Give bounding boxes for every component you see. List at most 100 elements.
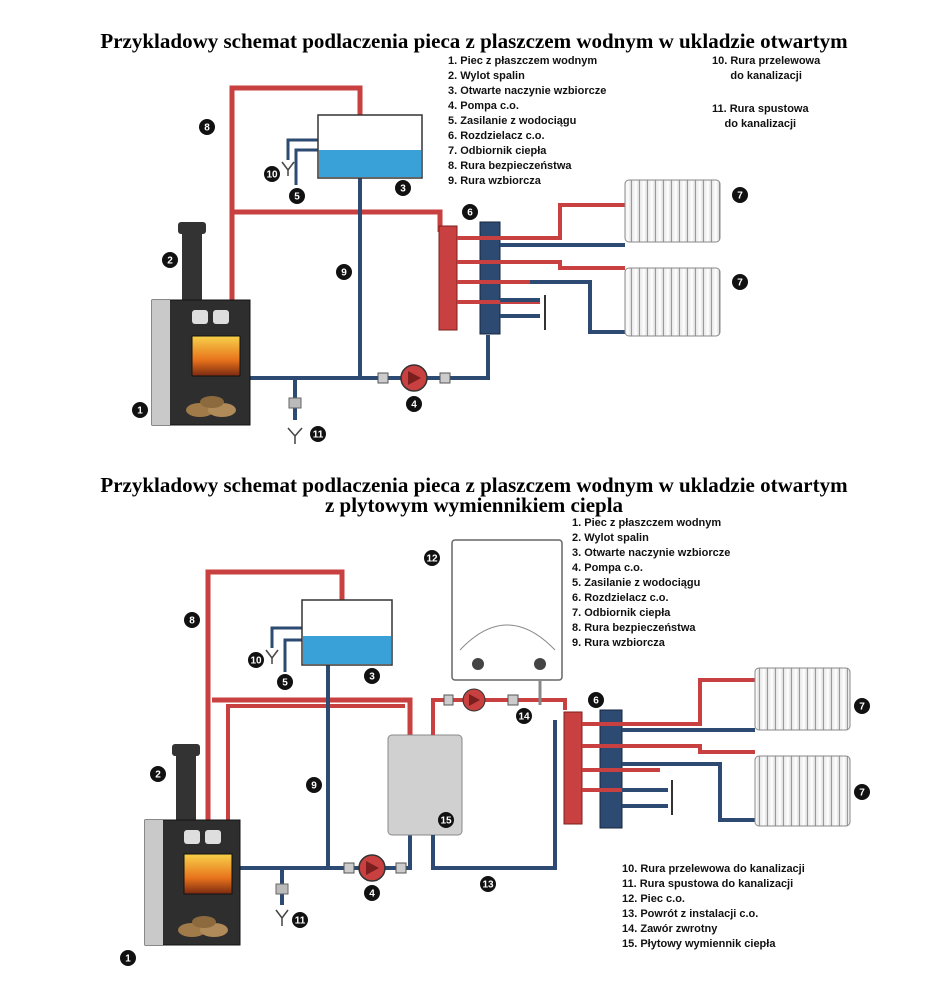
legend-item: 6. Rozdzielacz c.o. xyxy=(448,130,545,142)
svg-text:2: 2 xyxy=(167,256,173,267)
svg-text:11: 11 xyxy=(295,916,306,927)
svg-text:3: 3 xyxy=(369,672,375,683)
overflow-outlet-icon xyxy=(265,649,279,664)
legend-item: 4. Pompa c.o. xyxy=(448,100,519,112)
callout-marker-9: 9 xyxy=(336,264,352,280)
legend-item: 11. Rura spustowa xyxy=(712,103,809,115)
return-pipe xyxy=(250,335,490,380)
svg-text:6: 6 xyxy=(467,208,473,219)
legend-item: 7. Odbiornik ciepła xyxy=(572,607,671,619)
callout-marker-11: 11 xyxy=(292,912,308,928)
legend-item: 3. Otwarte naczynie wzbiorcze xyxy=(448,85,607,97)
safety-pipe xyxy=(229,85,363,302)
callout-marker-9: 9 xyxy=(306,777,322,793)
svg-text:5: 5 xyxy=(294,192,300,203)
callout-marker-4: 4 xyxy=(364,885,380,901)
callout-marker-7: 7 xyxy=(732,187,748,203)
supply-manifold xyxy=(438,225,458,331)
diagram1-title: Przykladowy schemat podlaczenia pieca z … xyxy=(100,29,848,53)
vessel-water xyxy=(303,636,391,664)
diagram2-title-line2: z plytowym wymiennikiem ciepla xyxy=(324,493,624,517)
vessel-water xyxy=(319,150,421,177)
callout-marker-7: 7 xyxy=(854,784,870,800)
drain-outlet-icon xyxy=(287,427,303,444)
callout-marker-10: 10 xyxy=(264,166,280,182)
stove-fire xyxy=(183,853,233,895)
legend-item: 6. Rozdzielacz c.o. xyxy=(572,592,669,604)
callout-marker-13: 13 xyxy=(480,876,496,892)
callout-marker-7: 7 xyxy=(854,698,870,714)
svg-text:3: 3 xyxy=(400,184,406,195)
legend-item: 5. Zasilanie z wodociągu xyxy=(572,577,701,589)
callout-marker-5: 5 xyxy=(289,188,305,204)
stove-fire xyxy=(191,335,241,377)
diagram2 xyxy=(144,539,851,946)
legend-item: 5. Zasilanie z wodociągu xyxy=(448,115,577,127)
svg-text:10: 10 xyxy=(250,656,262,667)
legend-item: 8. Rura bezpieczeństwa xyxy=(448,160,572,172)
overflow-pipe xyxy=(286,138,318,160)
svg-text:12: 12 xyxy=(426,554,438,565)
gas-boiler xyxy=(451,539,563,681)
callout-marker-4: 4 xyxy=(406,396,422,412)
diagram1-legend: 1. Piec z płaszczem wodnym 2. Wylot spal… xyxy=(448,54,606,189)
svg-text:5: 5 xyxy=(282,678,288,689)
svg-text:9: 9 xyxy=(311,781,317,792)
supply-manifold xyxy=(563,711,583,825)
callout-marker-3: 3 xyxy=(364,668,380,684)
callout-marker-11: 11 xyxy=(310,426,326,442)
legend-item: 10. Rura przelewowa do kanalizacji xyxy=(622,863,805,875)
callout-marker-10: 10 xyxy=(248,652,264,668)
svg-text:9: 9 xyxy=(341,268,347,279)
diagram2-title-line1: Przykladowy schemat podlaczenia pieca z … xyxy=(100,473,848,497)
legend-item: do kanalizacji xyxy=(724,118,797,130)
overflow-outlet-icon xyxy=(281,161,295,176)
svg-text:13: 13 xyxy=(482,880,494,891)
svg-text:4: 4 xyxy=(369,889,375,900)
callout-marker-2: 2 xyxy=(162,252,178,268)
supply-pipe xyxy=(212,697,413,735)
callout-marker-8: 8 xyxy=(184,612,200,628)
radiator xyxy=(754,755,851,827)
radiator xyxy=(754,667,851,731)
radiator xyxy=(624,179,721,243)
callout-marker-15: 15 xyxy=(438,812,454,828)
svg-text:4: 4 xyxy=(411,400,417,411)
safety-pipe xyxy=(205,569,345,822)
legend-item: 4. Pompa c.o. xyxy=(572,562,643,574)
svg-text:1: 1 xyxy=(125,954,131,965)
callout-marker-2: 2 xyxy=(150,766,166,782)
legend-item: 2. Wylot spalin xyxy=(448,70,525,82)
legend-item: 13. Powrót z instalacji c.o. xyxy=(622,908,759,920)
diagram1-legend-right-b: 11. Rura spustowa do kanalizacji xyxy=(712,102,809,132)
radiator xyxy=(624,267,721,337)
legend-item: do kanalizacji xyxy=(730,70,802,82)
svg-text:7: 7 xyxy=(737,278,743,289)
svg-text:10: 10 xyxy=(266,170,278,181)
callout-marker-5: 5 xyxy=(277,674,293,690)
svg-text:15: 15 xyxy=(440,816,452,827)
callout-marker-8: 8 xyxy=(199,119,215,135)
legend-item: 10. Rura przelewowa xyxy=(712,55,821,67)
svg-text:14: 14 xyxy=(518,712,530,723)
legend-item: 3. Otwarte naczynie wzbiorcze xyxy=(572,547,731,559)
chimney xyxy=(182,232,202,306)
svg-text:7: 7 xyxy=(737,191,743,202)
diagram1-legend-right-a: 10. Rura przelewowa do kanalizacji xyxy=(712,54,820,84)
chimney xyxy=(176,755,196,823)
legend-item: 9. Rura wzbiorcza xyxy=(448,175,541,187)
svg-text:7: 7 xyxy=(859,788,865,799)
legend-item: 8. Rura bezpieczeństwa xyxy=(572,622,696,634)
callout-marker-6: 6 xyxy=(588,692,604,708)
svg-text:8: 8 xyxy=(204,123,210,134)
return-pipe xyxy=(238,835,412,870)
diagram2-legend-bottom: 10. Rura przelewowa do kanalizacji 11. R… xyxy=(622,862,805,952)
svg-text:11: 11 xyxy=(313,430,324,441)
plate-heat-exchanger xyxy=(387,734,463,836)
callout-marker-1: 1 xyxy=(132,402,148,418)
svg-text:8: 8 xyxy=(189,616,195,627)
svg-text:6: 6 xyxy=(593,696,599,707)
callout-marker-1: 1 xyxy=(120,950,136,966)
svg-text:7: 7 xyxy=(859,702,865,713)
